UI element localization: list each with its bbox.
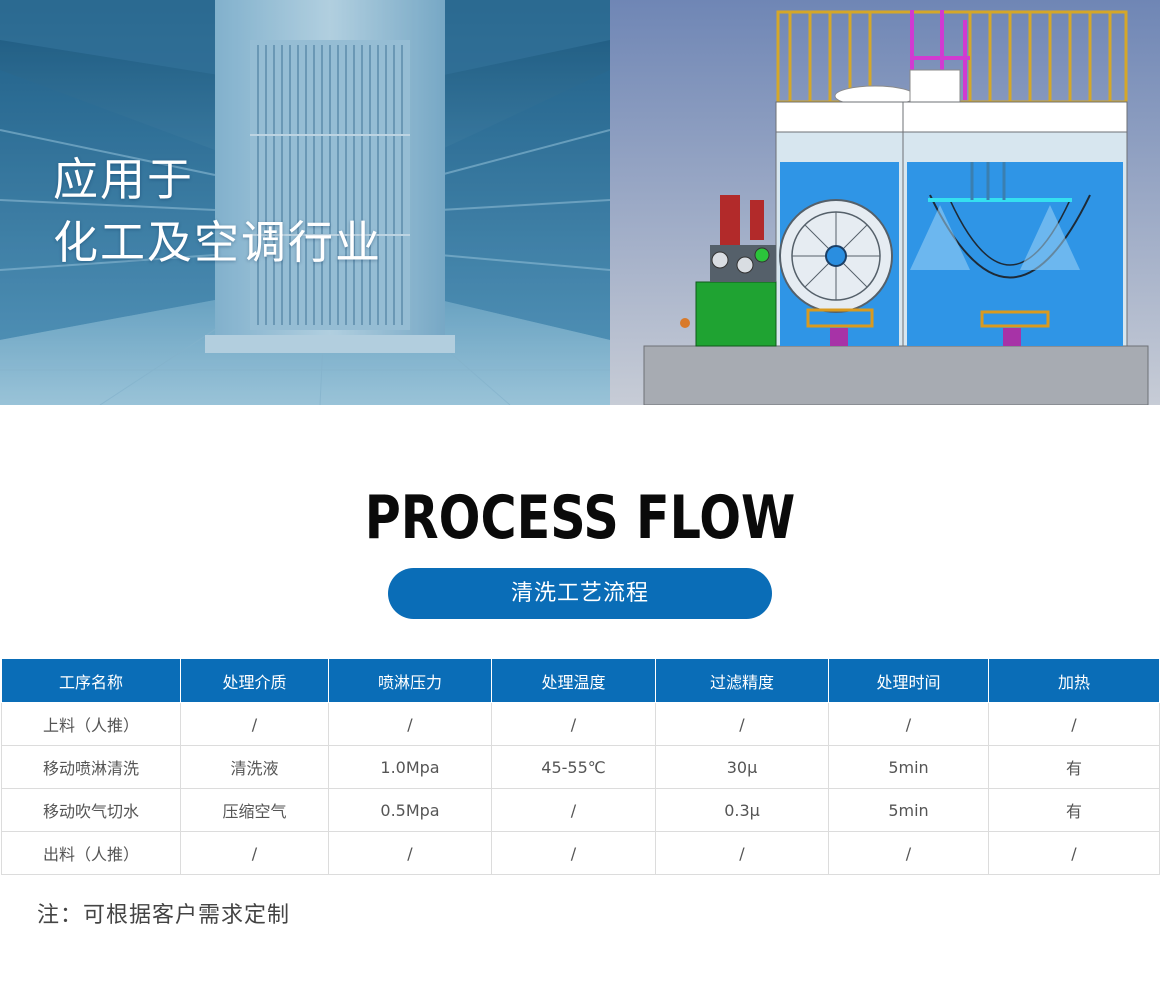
table-cell: / [988, 702, 1160, 746]
table-cell: 上料（人推） [1, 702, 181, 746]
cleaning-machine-illustration [610, 0, 1160, 405]
table-row: 移动喷淋清洗 清洗液 1.0Mpa 45-55℃ 30μ 5min 有 [1, 745, 1160, 789]
table-cell: 5min [828, 745, 989, 789]
table-cell: / [328, 831, 492, 875]
table-cell: 0.3μ [655, 788, 829, 832]
table-cell: / [180, 702, 329, 746]
table-cell: 清洗液 [180, 745, 329, 789]
table-cell: 30μ [655, 745, 829, 789]
process-table: 工序名称 处理介质 喷淋压力 处理温度 过滤精度 处理时间 加热 上料（人推） … [1, 658, 1160, 875]
table-cell: 45-55℃ [491, 745, 656, 789]
table-cell: 移动吹气切水 [1, 788, 181, 832]
process-flow-subtitle-pill: 清洗工艺流程 [388, 568, 772, 619]
banner-machine-drawing [610, 0, 1160, 405]
table-cell: 0.5Mpa [328, 788, 492, 832]
banner-headline-line2: 化工及空调行业 [53, 216, 383, 269]
column-header-heating: 加热 [988, 658, 1160, 703]
table-cell: / [328, 702, 492, 746]
table-cell: / [655, 831, 829, 875]
column-header-spray-pressure: 喷淋压力 [328, 658, 492, 703]
table-cell: 有 [988, 745, 1160, 789]
table-row: 移动吹气切水 压缩空气 0.5Mpa / 0.3μ 5min 有 [1, 788, 1160, 832]
column-header-medium: 处理介质 [180, 658, 329, 703]
table-cell: / [491, 702, 656, 746]
table-cell: 出料（人推） [1, 831, 181, 875]
table-cell: 1.0Mpa [328, 745, 492, 789]
hero-banner: 应用于 化工及空调行业 [0, 0, 1160, 405]
column-header-process-name: 工序名称 [1, 658, 181, 703]
banner-headline: 应用于 化工及空调行业 [53, 148, 382, 274]
table-cell: / [491, 788, 656, 832]
table-cell: / [988, 831, 1160, 875]
banner-photo-subway: 应用于 化工及空调行业 [0, 0, 610, 405]
table-row: 上料（人推） / / / / / / [1, 702, 1160, 746]
table-cell: / [655, 702, 829, 746]
process-table-header: 工序名称 处理介质 喷淋压力 处理温度 过滤精度 处理时间 加热 [1, 658, 1160, 703]
column-header-process-time: 处理时间 [828, 658, 989, 703]
process-flow-title: PROCESS FLOW [364, 483, 796, 553]
banner-headline-line1: 应用于 [53, 153, 195, 206]
table-header-row: 工序名称 处理介质 喷淋压力 处理温度 过滤精度 处理时间 加热 [1, 658, 1160, 703]
process-table-body: 上料（人推） / / / / / / 移动喷淋清洗 清洗液 1.0Mpa 45-… [1, 702, 1160, 875]
table-cell: / [828, 831, 989, 875]
table-cell: 压缩空气 [180, 788, 329, 832]
table-cell: 移动喷淋清洗 [1, 745, 181, 789]
column-header-filter-precision: 过滤精度 [655, 658, 829, 703]
table-cell: 有 [988, 788, 1160, 832]
table-cell: / [828, 702, 989, 746]
table-row: 出料（人推） / / / / / / [1, 831, 1160, 875]
column-header-temperature: 处理温度 [491, 658, 656, 703]
subway-scene-illustration [0, 0, 610, 405]
table-cell: / [180, 831, 329, 875]
customization-note: 注：可根据客户需求定制 [37, 903, 291, 928]
table-cell: 5min [828, 788, 989, 832]
table-cell: / [491, 831, 656, 875]
